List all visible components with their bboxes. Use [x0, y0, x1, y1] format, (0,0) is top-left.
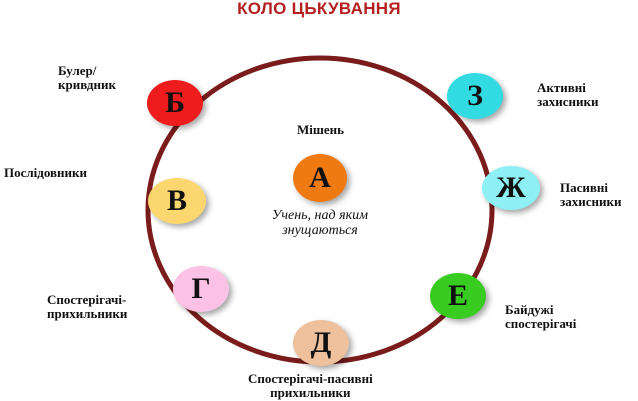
label-followers: Послідовники [4, 165, 88, 180]
label-passive-defenders: Пасивні захисники [560, 180, 622, 209]
node-ye-disengaged: Е [430, 273, 486, 319]
label-disengaged: Байдужі спостерігачі [505, 302, 577, 331]
label-active-defenders: Активні захисники [537, 80, 599, 109]
center-caption: Учень, над яким знущаються [271, 208, 369, 238]
node-d-passive-supporters: Д [293, 320, 349, 366]
node-z-active-defenders: З [447, 73, 503, 119]
node-zh-passive-defenders: Ж [482, 166, 540, 210]
node-v-followers: В [148, 178, 206, 224]
node-b-bully: Б [147, 80, 203, 126]
label-supporters: Спостерігачі- прихильники [47, 292, 128, 321]
diagram-title: КОЛО ЦЬКУВАННЯ [237, 0, 401, 18]
node-a-target: А [293, 154, 347, 202]
label-bully: Булер/ кривдник [58, 63, 116, 92]
label-passive-supporters: Спостерігачі-пасивні прихильники [248, 371, 373, 400]
node-h-supporters: Г [173, 266, 229, 312]
center-heading: Мішень [297, 122, 344, 137]
